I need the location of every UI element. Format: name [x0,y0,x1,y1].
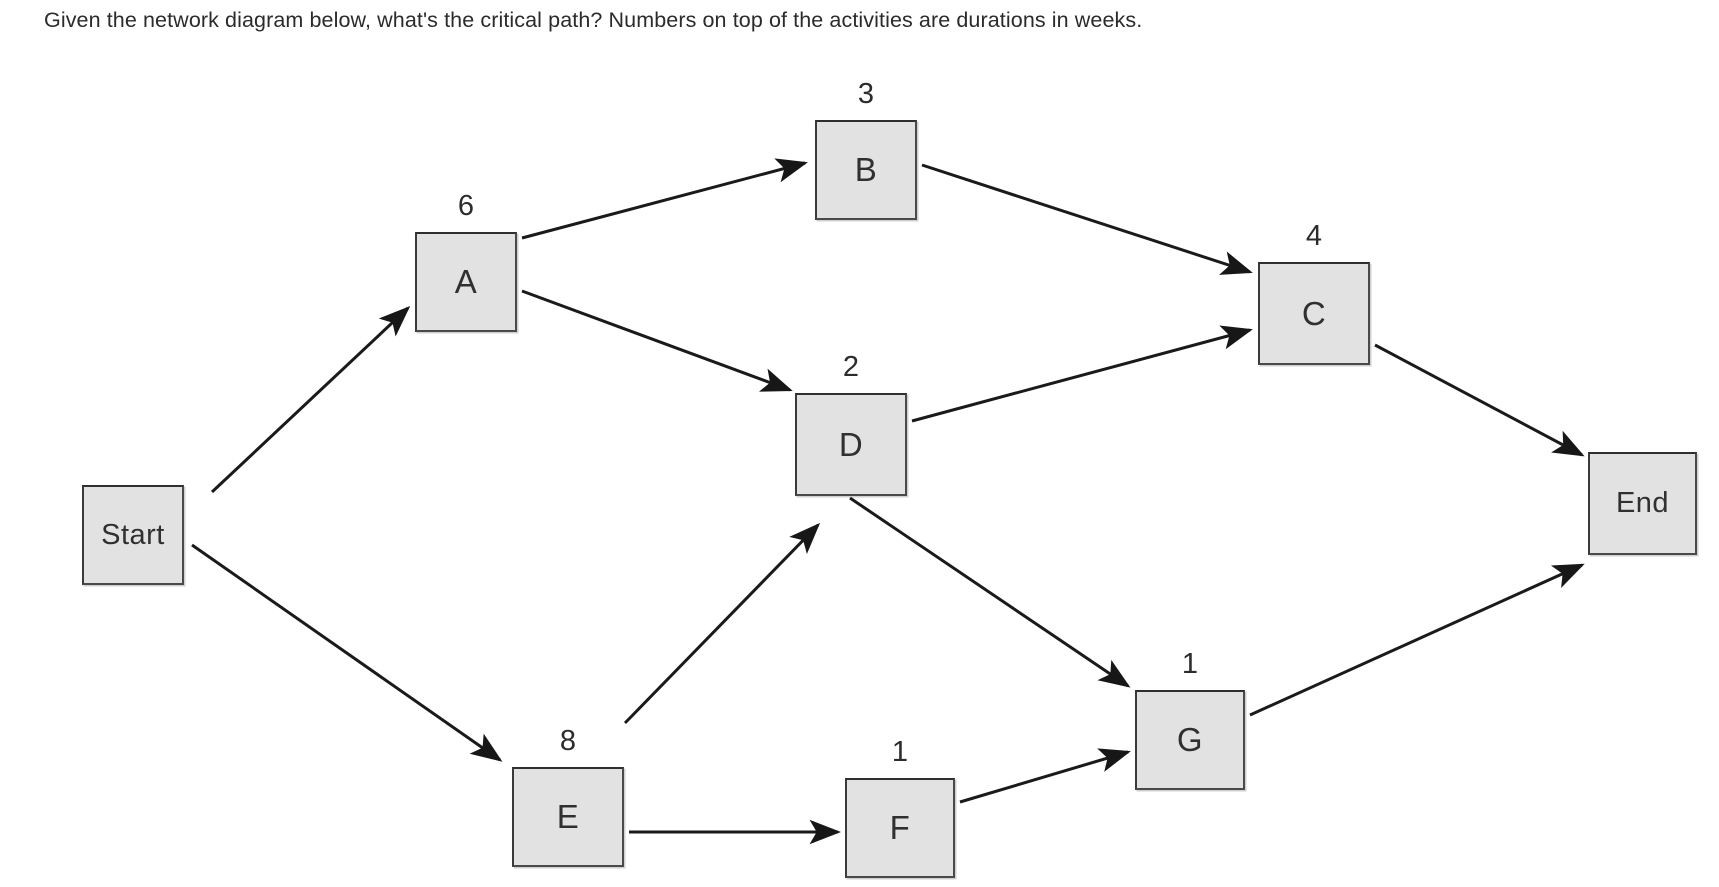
node-a[interactable]: A [415,232,517,332]
edge-start-to-a [210,305,411,494]
node-label-d: D [838,425,864,463]
node-label-a: A [454,263,478,300]
duration-label-d: 2 [842,351,860,383]
node-e[interactable]: E [512,767,624,867]
node-label-c: C [1301,294,1327,332]
node-d[interactable]: D [795,393,907,496]
edge-b-to-c [921,163,1253,275]
node-label-start: Start [101,518,165,551]
node-label-b: B [854,151,878,188]
node-f[interactable]: F [845,778,955,878]
edge-a-to-d [521,289,793,392]
edge-g-to-end [1249,563,1585,717]
node-c[interactable]: C [1258,262,1370,365]
edge-e-to-d [623,522,821,725]
node-label-f: F [889,809,911,846]
edge-d-to-c [911,325,1253,423]
duration-label-c: 4 [1305,220,1323,252]
duration-label-f: 1 [891,736,909,768]
duration-label-b: 3 [857,78,875,110]
edge-d-to-g [849,496,1131,688]
edge-f-to-g [959,748,1131,804]
duration-label-e: 8 [559,725,577,757]
edge-c-to-end [1374,343,1585,457]
edge-start-to-e [191,543,503,762]
node-g[interactable]: G [1135,690,1245,790]
duration-label-a: 6 [457,190,475,222]
node-end[interactable]: End [1588,452,1697,555]
node-label-e: E [556,798,580,835]
edge-group [191,158,1585,845]
node-label-g: G [1176,721,1204,758]
question-prompt: Given the network diagram below, what's … [44,8,1143,32]
node-start[interactable]: Start [82,485,184,585]
edge-a-to-b [521,158,808,240]
node-b[interactable]: B [815,120,917,220]
node-label-end: End [1615,487,1670,519]
duration-label-g: 1 [1181,648,1199,680]
